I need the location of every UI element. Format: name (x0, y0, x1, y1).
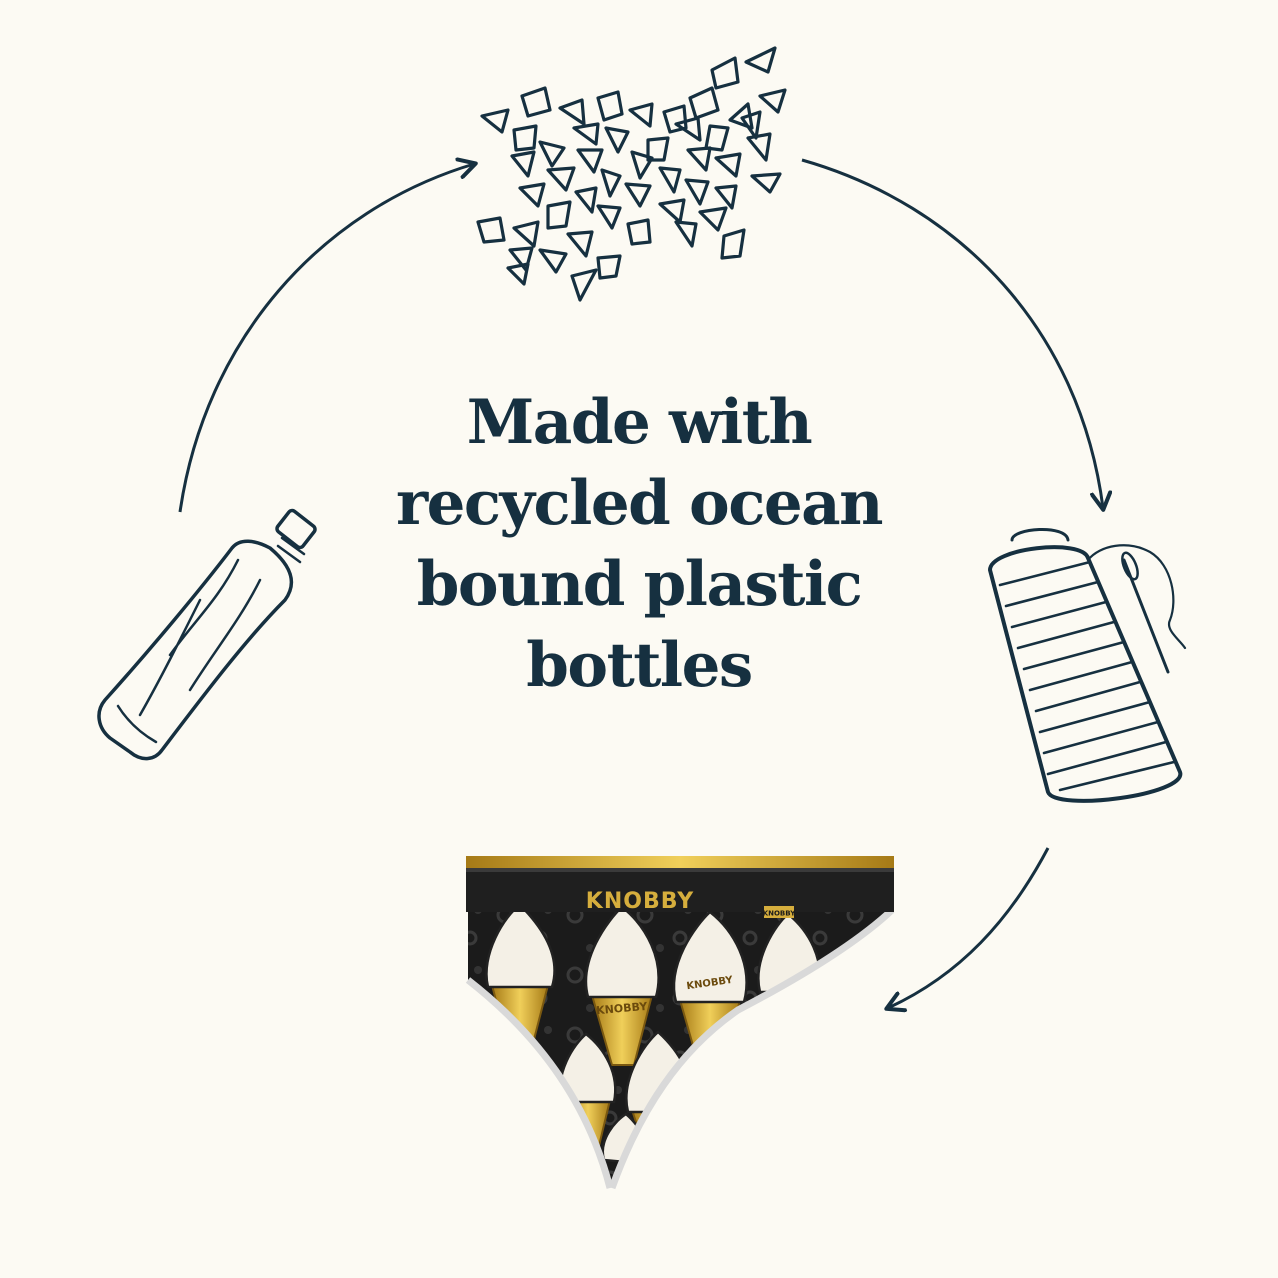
waistband-gold-trim (466, 856, 894, 868)
headline-line-3: bound plastic (416, 549, 863, 620)
headline-line-2: recycled ocean (395, 468, 884, 539)
arrow-flakes-to-spool (801, 158, 1103, 508)
plastic-flakes-icon (476, 46, 787, 302)
leg-binding-left (465, 977, 614, 1189)
headline-line-4: bottles (526, 630, 753, 701)
underwear-product: KNOBBY KNOBBY KNOBBY KNOBBY (465, 856, 895, 1190)
thread-spool-icon (988, 528, 1187, 803)
waistband-brand-text: KNOBBY (586, 889, 694, 914)
headline: Made with recycled ocean bound plastic b… (289, 382, 989, 706)
cone-brand-text-1: KNOBBY (596, 1000, 649, 1018)
brand-tag-text: KNOBBY (763, 910, 797, 918)
plastic-bottle-icon (97, 508, 317, 761)
brand-tag (764, 906, 794, 918)
arrow-bottle-to-flakes (178, 164, 474, 513)
leg-binding-right (608, 907, 895, 1190)
arrow-spool-to-product (888, 847, 1050, 1008)
headline-line-1: Made with (466, 387, 813, 458)
